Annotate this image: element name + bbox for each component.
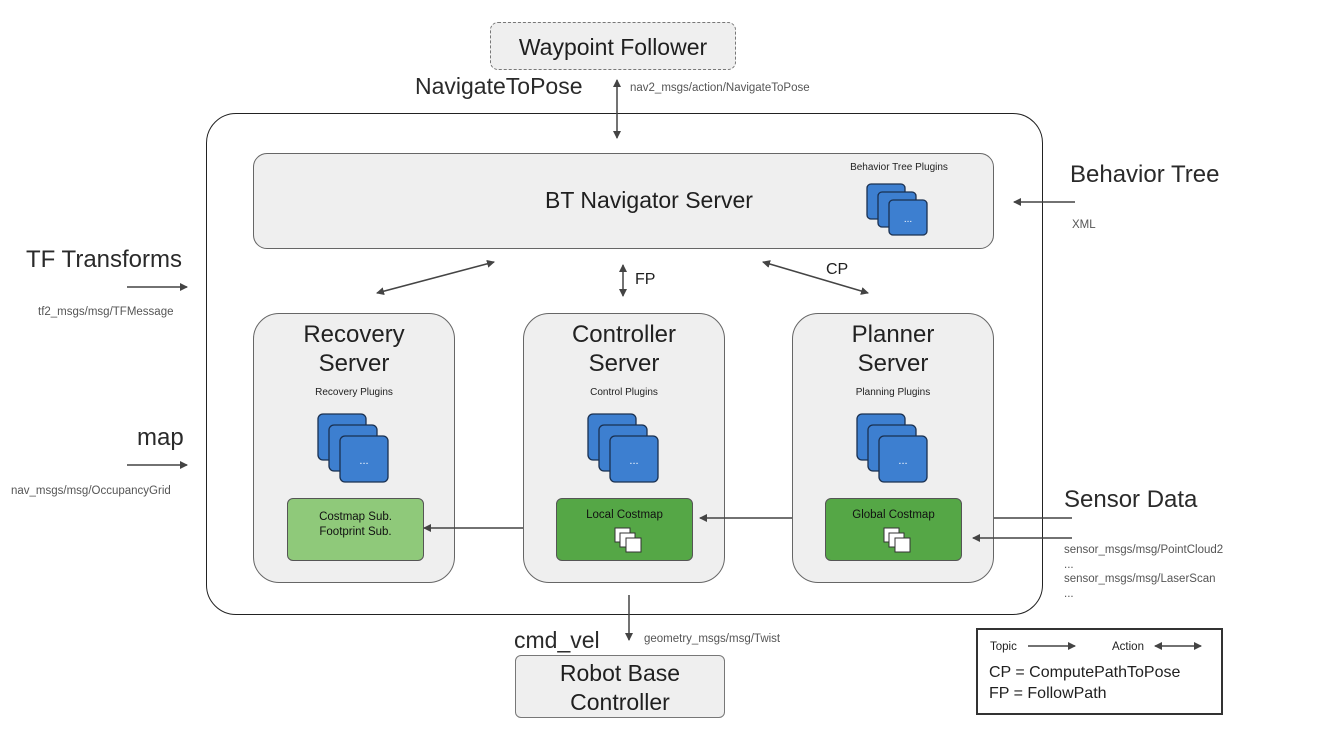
sensor-msg-laserscan: sensor_msgs/msg/LaserScan <box>1064 573 1216 585</box>
planning-plugins-label: Planning Plugins <box>855 387 931 398</box>
recovery-server-title: Recovery Server <box>303 321 405 377</box>
robot-base-controller: Robot Base Controller <box>515 655 725 718</box>
navigate-to-pose-label: NavigateToPose <box>415 73 583 99</box>
local-costmap-layers-icon <box>614 527 642 553</box>
legend-topic-label: Topic <box>990 641 1017 653</box>
tf-transforms-msg: tf2_msgs/msg/TFMessage <box>38 306 174 318</box>
sensor-data-msgs: sensor_msgs/msg/PointCloud2 ... sensor_m… <box>1064 543 1223 601</box>
recovery-server: Recovery Server Recovery Plugins Costmap… <box>253 313 455 583</box>
navigate-to-pose-msg: nav2_msgs/action/NavigateToPose <box>630 82 810 94</box>
cmd-vel-msg: geometry_msgs/msg/Twist <box>644 633 781 645</box>
cmd-vel-label: cmd_vel <box>514 627 600 653</box>
legend-action-label: Action <box>1112 641 1144 653</box>
planning-plugin-stack-icon: ... <box>856 413 928 483</box>
controller-server-title: Controller Server <box>571 321 677 377</box>
sensor-msg-ellipsis-2: ... <box>1064 587 1074 600</box>
map-label: map <box>137 424 184 451</box>
sensor-msg-ellipsis-1: ... <box>1064 558 1074 571</box>
tf-transforms-label: TF Transforms <box>26 246 183 273</box>
fp-link-label: FP <box>635 271 656 288</box>
cp-arrow <box>762 260 869 295</box>
legend-fp: FP = FollowPath <box>989 685 1107 702</box>
waypoint-follower-box: Waypoint Follower <box>490 22 736 70</box>
recovery-plugins-label: Recovery Plugins <box>315 387 393 398</box>
svg-text:...: ... <box>359 455 368 467</box>
svg-text:...: ... <box>629 455 638 467</box>
sensor-msg-pointcloud: sensor_msgs/msg/PointCloud2 <box>1064 544 1224 556</box>
control-plugin-stack-icon: ... <box>587 413 659 483</box>
behavior-tree-label: Behavior Tree <box>1070 161 1220 188</box>
bt-recovery-arrow <box>376 259 495 296</box>
behavior-tree-plugins-label: Behavior Tree Plugins <box>850 162 948 173</box>
recovery-plugin-stack-icon: ... <box>317 413 389 483</box>
map-msg: nav_msgs/msg/OccupancyGrid <box>11 485 171 497</box>
bt-navigator-title: BT Navigator Server <box>545 187 753 213</box>
svg-text:...: ... <box>904 214 912 225</box>
svg-text:...: ... <box>898 455 907 467</box>
bt-plugin-stack-icon: ... <box>866 183 928 236</box>
sensor-data-label: Sensor Data <box>1064 486 1198 513</box>
control-plugins-label: Control Plugins <box>590 387 658 398</box>
behavior-tree-msg: XML <box>1072 219 1096 231</box>
legend-cp: CP = ComputePathToPose <box>989 664 1181 681</box>
planner-server-title: Planner Server <box>851 321 935 377</box>
global-costmap-layers-icon <box>883 527 911 553</box>
waypoint-follower-label: Waypoint Follower <box>518 34 708 60</box>
costmap-sub-box: Costmap Sub. Footprint Sub. <box>287 498 424 561</box>
